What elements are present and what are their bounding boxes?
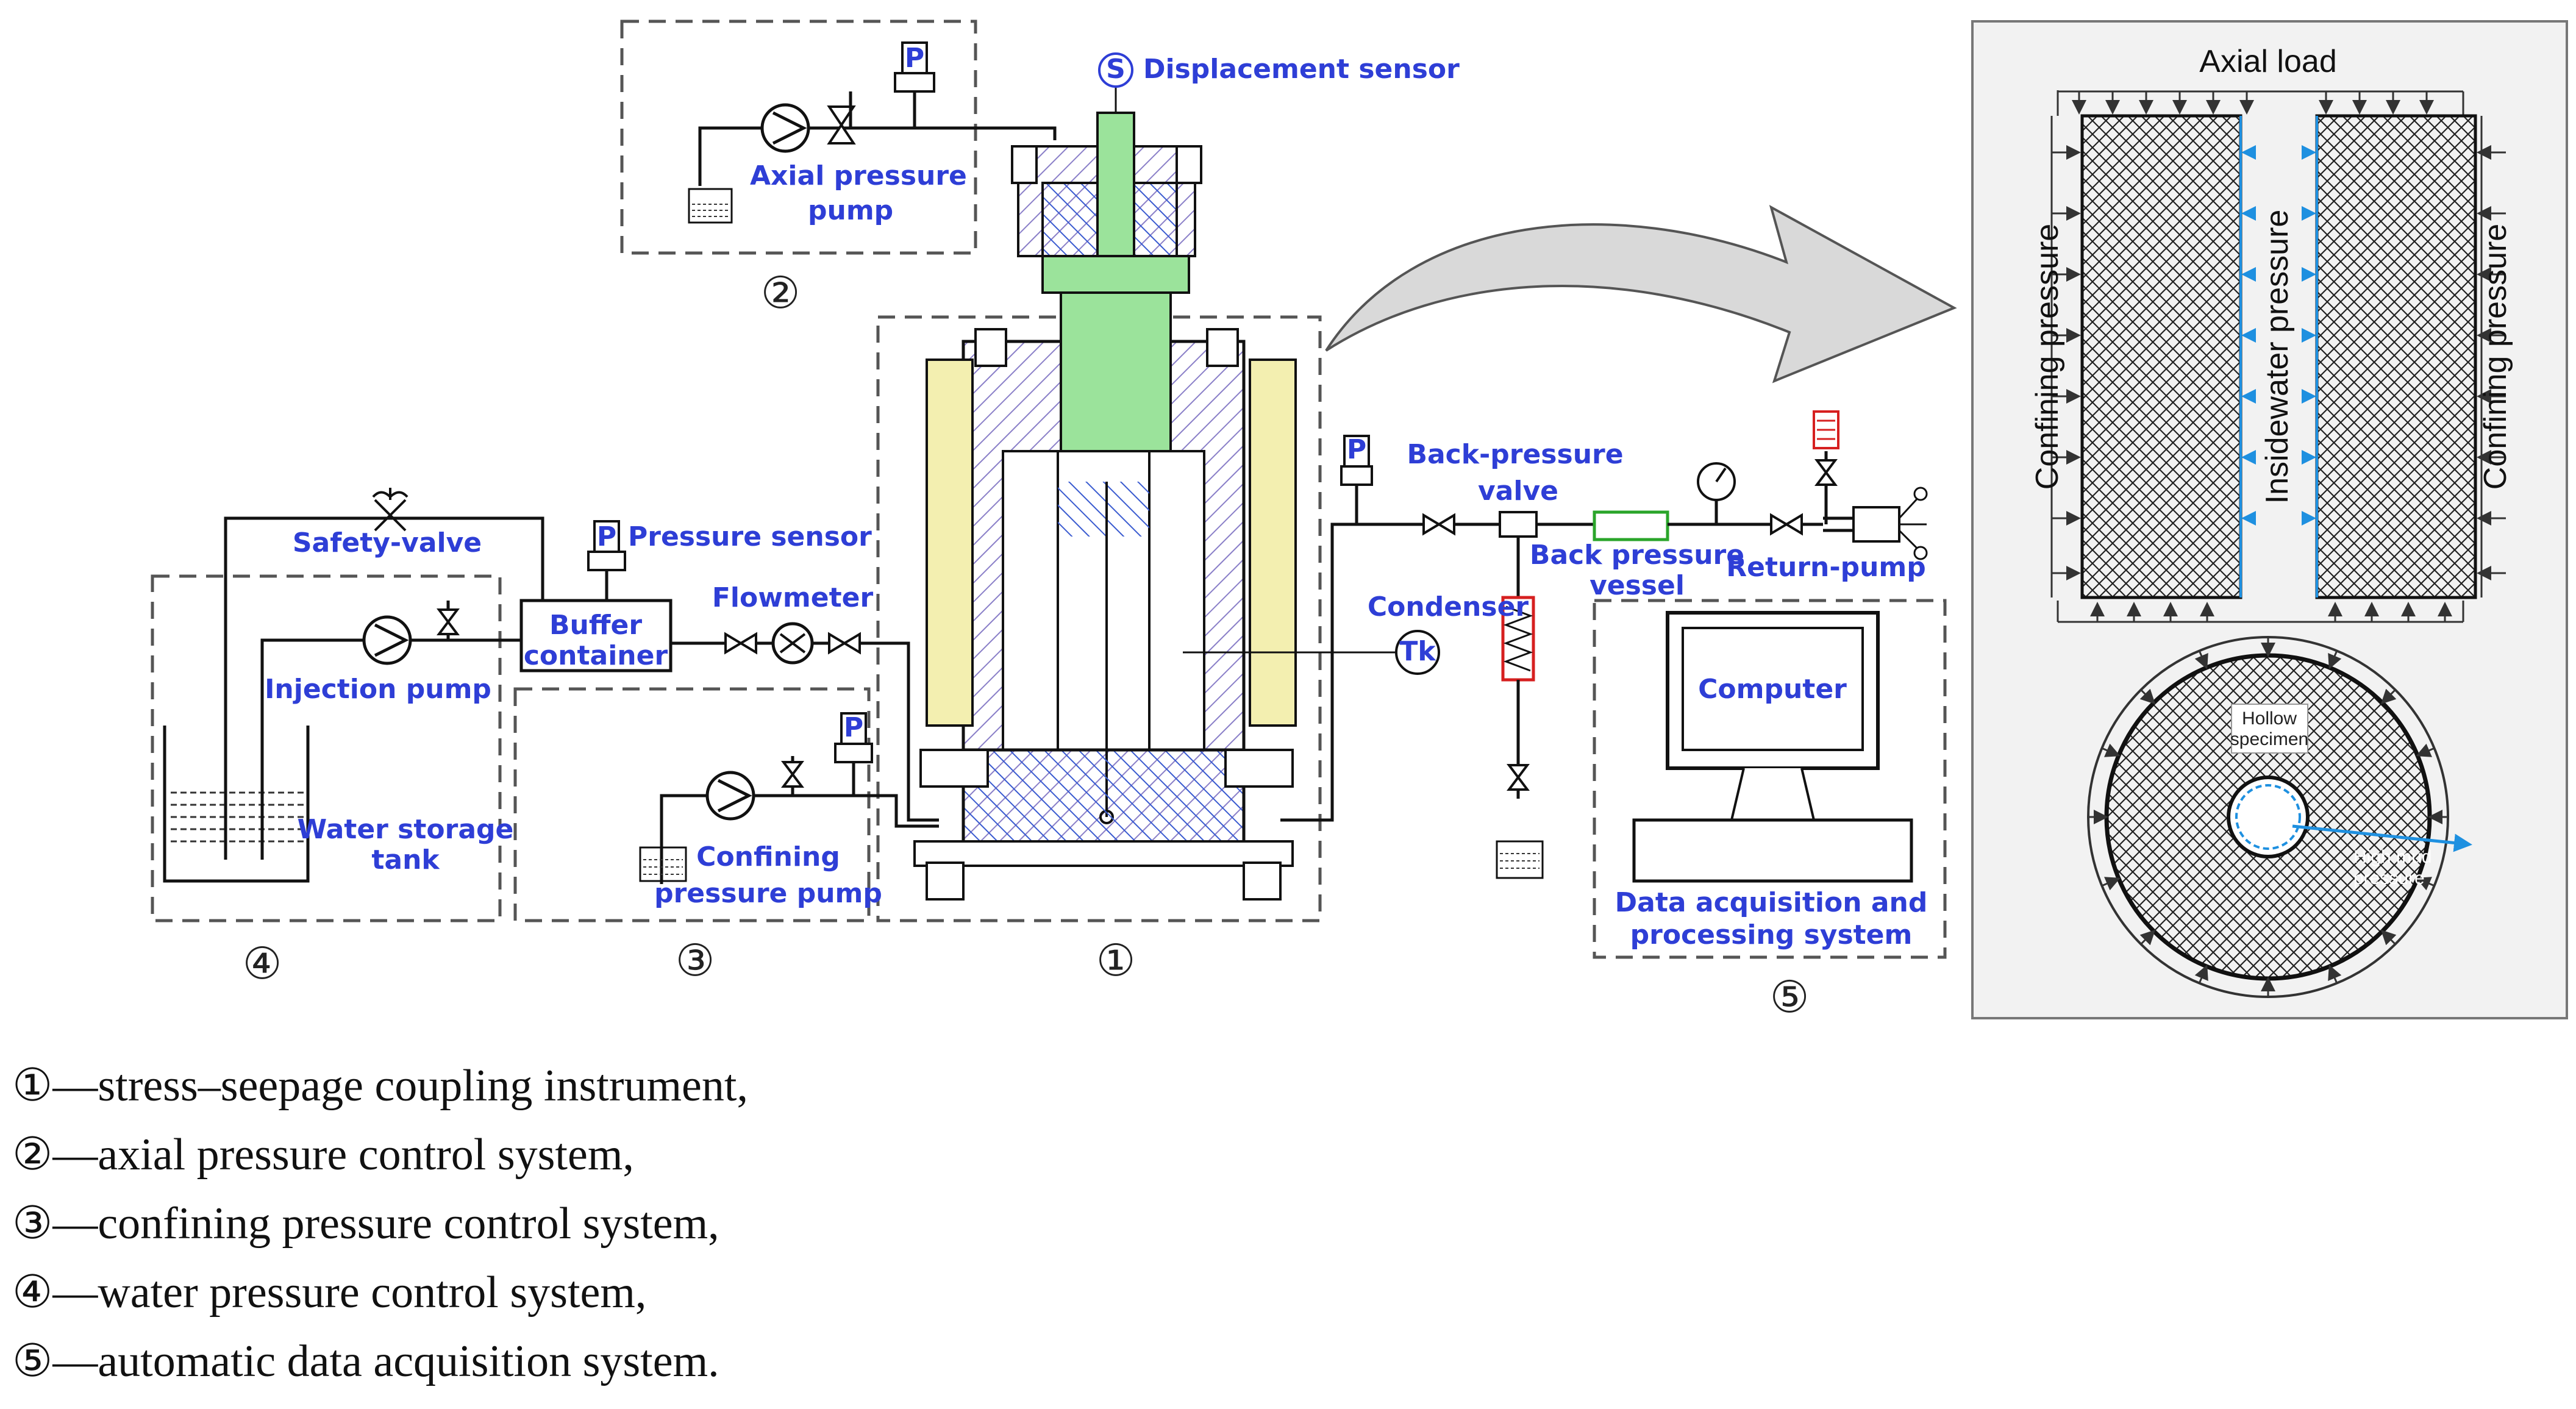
flowmeter-valve-left-icon xyxy=(724,632,757,655)
return-vent-valve-icon xyxy=(1814,459,1838,486)
water-storage-tank-label-2: tank xyxy=(371,844,440,876)
displacement-sensor-icon xyxy=(1098,52,1133,88)
return-pump-label: Return-pump xyxy=(1726,552,1926,583)
injection-valve-icon xyxy=(437,608,460,635)
back-pressure-valve xyxy=(1499,511,1538,538)
legend-item-4: ④—water pressure control system, xyxy=(12,1268,647,1318)
system-number-1: ① xyxy=(1096,935,1136,986)
daq-label-2: processing system xyxy=(1630,919,1913,951)
zoom-arrow xyxy=(1325,204,1957,383)
axial-pressure-pump-label-2: pump xyxy=(808,195,893,226)
flowmeter-valve-right-icon xyxy=(828,632,861,655)
svg-text:P: P xyxy=(597,521,616,552)
axial-load-arrows xyxy=(2072,91,2434,115)
hollow-specimen-label-1: Hollow xyxy=(2242,708,2297,729)
water-storage-tank-group xyxy=(163,516,544,883)
specimen-half-right xyxy=(2315,114,2477,599)
water-storage-tank-label-1: Water storage xyxy=(298,814,514,845)
stress-seepage-instrument xyxy=(913,112,1297,901)
return-pump-icon xyxy=(1852,506,1900,543)
svg-text:P: P xyxy=(905,43,924,74)
condenser-valve-icon xyxy=(1507,764,1530,791)
daq-label-1: Data acquisition and xyxy=(1615,887,1928,918)
back-pressure-vessel-label-2: vessel xyxy=(1589,570,1685,601)
daq-system-box xyxy=(1593,599,1947,959)
axial-pressure-pump-group: P xyxy=(688,41,1057,224)
confining-pump-label-1: Confining xyxy=(696,841,840,872)
legend-item-3: ③—confining pressure control system, xyxy=(12,1199,719,1249)
computer-label: Computer xyxy=(1698,674,1847,705)
back-pressure-sensor-icon xyxy=(1343,435,1370,468)
left-sleeve xyxy=(926,358,974,727)
svg-text:P: P xyxy=(844,712,863,743)
confining-valve-icon xyxy=(781,761,804,788)
piston xyxy=(1096,112,1135,273)
right-sleeve xyxy=(1249,358,1297,727)
injection-pump-label: Injection pump xyxy=(265,674,491,705)
back-line-valve-icon xyxy=(1422,513,1455,536)
axial-load-label: Axial load xyxy=(2199,44,2336,79)
system-number-4: ④ xyxy=(243,938,282,989)
pressure-sensor-label: Pressure sensor xyxy=(628,521,872,552)
back-pressure-valve-label-1: Back-pressure xyxy=(1407,439,1623,470)
system-number-5: ⑤ xyxy=(1770,971,1810,1022)
confining-pressure-pump-group: P xyxy=(639,712,939,884)
legend-item-1: ①—stress–seepage coupling instrument, xyxy=(12,1061,748,1111)
back-pressure-vessel-label-1: Back pressure xyxy=(1530,540,1744,571)
axial-pressure-sensor-icon xyxy=(901,41,928,74)
confining-pressure-left-label: Confining pressure xyxy=(2030,224,2065,490)
safety-valve-label: Safety-valve xyxy=(293,527,482,558)
back-pressure-valve-label-2: valve xyxy=(1478,476,1558,507)
axial-system-box xyxy=(620,20,977,255)
safety-valve-icon xyxy=(374,488,407,532)
high-mud-pressure-label-2: pressure xyxy=(2353,868,2425,888)
confining-pressure-right-label: Confining pressure xyxy=(2478,224,2513,490)
buffer-container xyxy=(519,599,673,672)
confining-pump-label-2: pressure pump xyxy=(654,878,882,909)
svg-text:Tk: Tk xyxy=(1399,636,1436,667)
system-number-3: ③ xyxy=(676,935,715,986)
insidewater-pressure-label: Insidewater pressure xyxy=(2260,210,2295,504)
confining-pressure-sensor-icon xyxy=(840,712,867,745)
displacement-sensor-label: Displacement sensor xyxy=(1143,54,1460,85)
high-mud-pressure-arrow xyxy=(2292,824,2472,852)
specimen-half-left xyxy=(2080,114,2242,599)
condenser-label: Condenser xyxy=(1368,591,1529,622)
computer-icon xyxy=(1632,611,1913,883)
axial-valve-icon xyxy=(827,105,856,144)
system-number-2: ② xyxy=(761,267,801,318)
temperature-sensor-icon xyxy=(1395,630,1440,675)
axial-pressure-pump-label-1: Axial pressure xyxy=(750,160,967,191)
back-pressure-vessel xyxy=(1593,510,1669,541)
legend-item-2: ②—axial pressure control system, xyxy=(12,1130,634,1180)
water-system-box xyxy=(151,574,502,922)
buffer-container-label-2: container xyxy=(524,640,668,671)
svg-text:S: S xyxy=(1106,54,1126,85)
legend-item-5: ⑤—automatic data acquisition system. xyxy=(12,1336,719,1386)
legend: ①—stress–seepage coupling instrument, ②—… xyxy=(12,1052,1597,1396)
experimental-setup-diagram: P Axial pressure pump ② xyxy=(151,20,2568,1022)
hollow-specimen-label-2: specimen xyxy=(2230,729,2308,749)
buffer-container-label-1: Buffer xyxy=(549,610,642,641)
return-line-valve-icon xyxy=(1770,513,1803,536)
high-mud-pressure-label-1: High mud xyxy=(2353,847,2432,867)
flowmeter-label: Flowmeter xyxy=(712,582,874,613)
buffer-pressure-sensor-icon xyxy=(593,520,620,553)
svg-text:P: P xyxy=(1347,434,1366,465)
confining-system-box xyxy=(513,687,871,922)
